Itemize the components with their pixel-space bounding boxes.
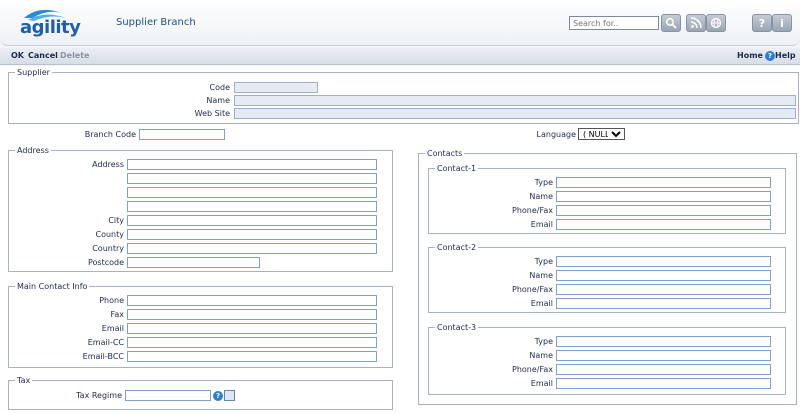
email-cc-input[interactable] [127, 337, 377, 348]
country-label: Country [50, 244, 124, 253]
contact-3-phone-label: Phone/Fax [490, 365, 553, 374]
contact-1-type-label: Type [490, 178, 553, 187]
contact-3-email-label: Email [490, 379, 553, 388]
logo: agility [20, 17, 80, 38]
help-icon: ? [759, 17, 765, 30]
contact-2-phone-label: Phone/Fax [490, 285, 553, 294]
contact-3-type-input[interactable] [556, 336, 771, 347]
contact-2-name-input[interactable] [556, 270, 771, 281]
contact-1-phone-input[interactable] [556, 205, 771, 216]
form-area: Supplier Code Name Web Site Branch Code … [0, 66, 800, 413]
help-link[interactable]: Help [775, 51, 796, 60]
tax-legend: Tax [15, 376, 32, 385]
help-button[interactable]: ? [752, 14, 772, 32]
contact-2-type-label: Type [490, 257, 553, 266]
email-input[interactable] [127, 323, 377, 334]
branch-code-label: Branch Code [60, 130, 136, 139]
contact-3-legend: Contact-3 [435, 323, 478, 332]
supplier-website-label: Web Site [180, 109, 230, 118]
search-input[interactable] [569, 16, 659, 30]
contact-1-name-input[interactable] [556, 191, 771, 202]
search-icon [665, 17, 677, 29]
tax-help-icon[interactable]: ? [213, 391, 223, 401]
postcode-input[interactable] [127, 257, 260, 268]
tax-regime-input[interactable] [125, 390, 211, 401]
fax-input[interactable] [127, 309, 377, 320]
contact-1-name-label: Name [490, 192, 553, 201]
contact-2-email-label: Email [490, 299, 553, 308]
contact-3-type-label: Type [490, 337, 553, 346]
contacts-legend: Contacts [425, 149, 464, 158]
cancel-button[interactable]: Cancel [28, 51, 58, 60]
city-label: City [50, 216, 124, 225]
rss-icon [690, 17, 702, 29]
supplier-name-field [234, 95, 796, 106]
rss-button[interactable] [686, 14, 706, 32]
action-toolbar: OK Cancel Delete Home ? Help [0, 48, 800, 65]
phone-label: Phone [50, 296, 124, 305]
contact-1-email-label: Email [490, 220, 553, 229]
branch-code-input[interactable] [139, 129, 225, 140]
info-icon: i [780, 17, 784, 30]
page-title: Supplier Branch [116, 17, 196, 28]
address-line-1-input[interactable] [127, 159, 377, 170]
info-button[interactable]: i [772, 14, 792, 32]
globe-icon [710, 17, 722, 29]
app-header: agility Supplier Branch ? i [0, 0, 800, 46]
contact-2-name-label: Name [490, 271, 553, 280]
address-label: Address [50, 160, 124, 169]
contact-1-legend: Contact-1 [435, 164, 478, 173]
tax-lookup-icon[interactable] [224, 390, 235, 401]
supplier-code-label: Code [180, 83, 230, 92]
contact-3-phone-input[interactable] [556, 364, 771, 375]
supplier-website-field [234, 108, 796, 119]
contact-1-type-input[interactable] [556, 177, 771, 188]
fax-label: Fax [50, 310, 124, 319]
address-line-2-input[interactable] [127, 173, 377, 184]
address-line-4-input[interactable] [127, 201, 377, 212]
email-bcc-label: Email-BCC [50, 352, 124, 361]
delete-button[interactable]: Delete [60, 51, 89, 60]
email-label: Email [50, 324, 124, 333]
county-label: County [50, 230, 124, 239]
supplier-code-field [234, 82, 318, 93]
contact-1-phone-label: Phone/Fax [490, 206, 553, 215]
city-input[interactable] [127, 215, 377, 226]
supplier-legend: Supplier [15, 68, 52, 77]
country-input[interactable] [127, 243, 377, 254]
search-button[interactable] [661, 14, 681, 32]
language-select[interactable]: ( NULL ) [578, 128, 625, 140]
contact-3-name-input[interactable] [556, 350, 771, 361]
contact-2-legend: Contact-2 [435, 243, 478, 252]
postcode-label: Postcode [50, 258, 124, 267]
contact-2-type-input[interactable] [556, 256, 771, 267]
address-line-3-input[interactable] [127, 187, 377, 198]
tax-regime-label: Tax Regime [50, 391, 122, 400]
county-input[interactable] [127, 229, 377, 240]
contact-3-email-input[interactable] [556, 378, 771, 389]
contact-2-email-input[interactable] [556, 298, 771, 309]
ok-button[interactable]: OK [11, 51, 24, 60]
email-cc-label: Email-CC [50, 338, 124, 347]
address-legend: Address [15, 146, 51, 155]
phone-input[interactable] [127, 295, 377, 306]
help-circle-icon: ? [765, 51, 775, 61]
language-label: Language [520, 130, 576, 139]
contact-1-email-input[interactable] [556, 219, 771, 230]
supplier-name-label: Name [180, 96, 230, 105]
home-link[interactable]: Home [737, 51, 763, 60]
email-bcc-input[interactable] [127, 351, 377, 362]
main-contact-legend: Main Contact Info [15, 282, 89, 291]
contact-2-phone-input[interactable] [556, 284, 771, 295]
contact-3-name-label: Name [490, 351, 553, 360]
globe-button[interactable] [706, 14, 726, 32]
